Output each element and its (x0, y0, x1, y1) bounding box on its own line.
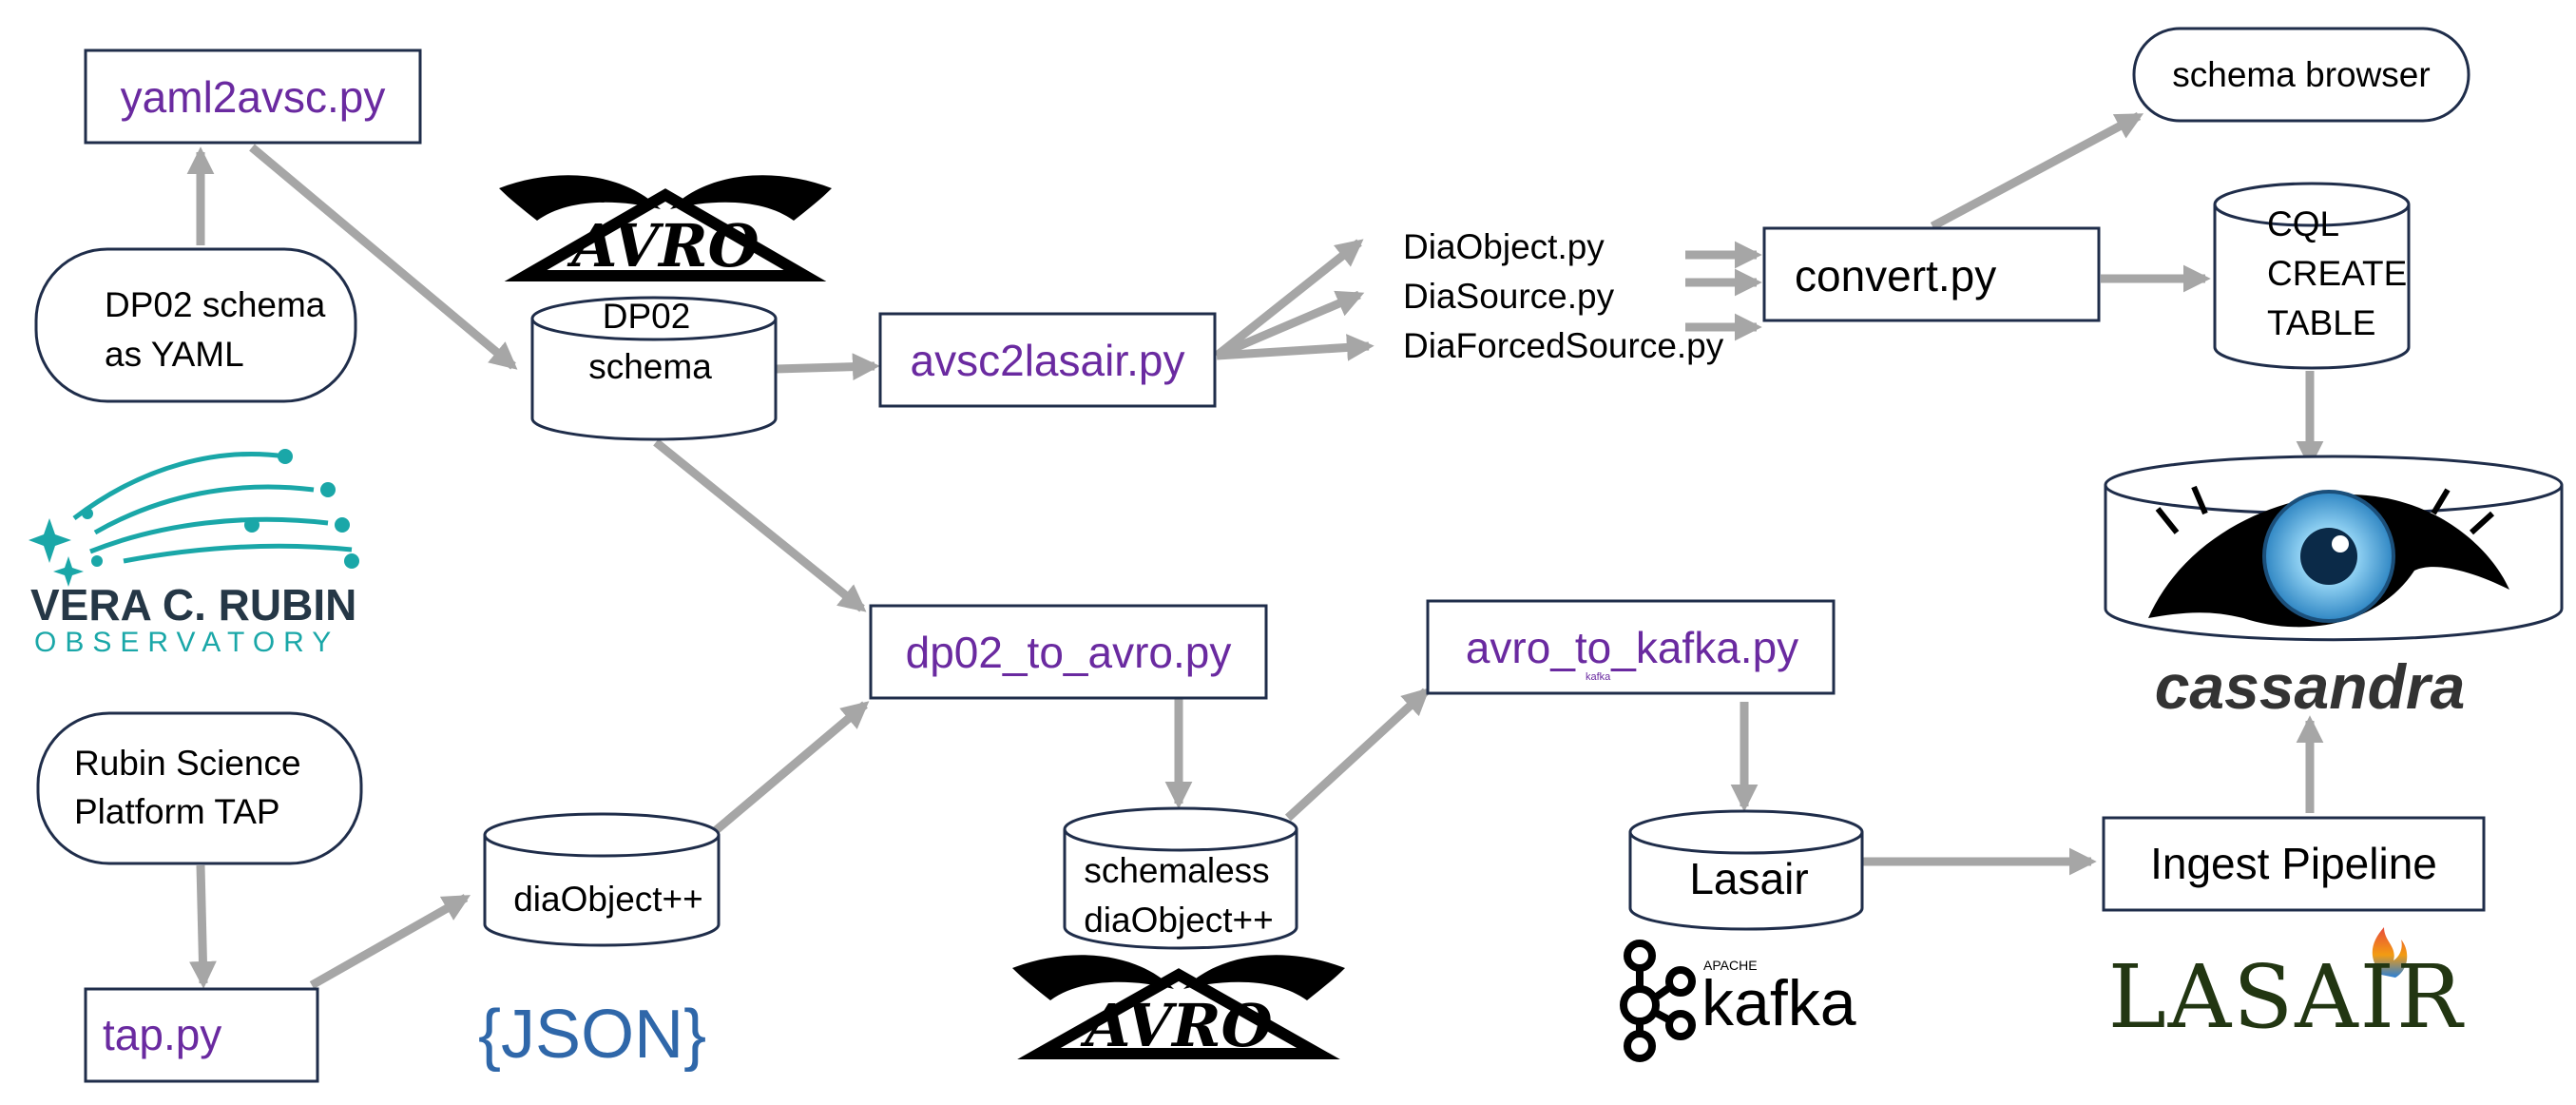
rubin-tap-line1: Rubin Science (74, 744, 301, 783)
rubin-logo-line2: OBSERVATORY (34, 627, 339, 658)
kafka-logo-small: APACHE (1703, 958, 1758, 973)
cql-line3: TABLE (2267, 303, 2375, 342)
rubin-tap-line2: Platform TAP (74, 792, 280, 831)
dp02-yaml-source: DP02 schema as YAML (34, 247, 357, 403)
convert-label: convert.py (1795, 251, 1996, 300)
dp02-yaml-line2: as YAML (105, 335, 244, 374)
kafka-logo: APACHE kafka (1620, 940, 1856, 1062)
arrow-schemaless-to-avrotokafka (1284, 688, 1431, 822)
yaml2avsc-label: yaml2avsc.py (121, 72, 386, 122)
avro-logo-top: AVRO (499, 175, 832, 281)
arrow-convert-to-browser (1930, 112, 2144, 230)
schemaless-line2: diaObject++ (1084, 901, 1274, 940)
lasair-logo: LASAIR (2108, 927, 2465, 1048)
rubin-logo: VERA C. RUBIN OBSERVATORY (29, 449, 359, 658)
cql-store: CQL CREATE TABLE (2213, 182, 2411, 370)
rubin-tap-source: Rubin Science Platform TAP (36, 711, 363, 865)
avro-to-kafka-box: avro_to_kafka.py kafka (1426, 599, 1836, 695)
yaml2avsc-box: yaml2avsc.py (84, 48, 422, 145)
dp02-yaml-line1: DP02 schema (105, 285, 326, 324)
avsc2lasair-label: avsc2lasair.py (911, 336, 1185, 385)
tap-box: tap.py (84, 987, 319, 1083)
convert-box: convert.py (1762, 226, 2101, 322)
avro-logo-bottom: AVRO (1012, 955, 1345, 1060)
avro-logo-bottom-text: AVRO (1080, 991, 1272, 1060)
file-diasource: DiaSource.py (1403, 277, 1615, 316)
lasair-logo-text: LASAIR (2108, 946, 2465, 1048)
diaobject-json-store: diaObject++ (483, 812, 721, 947)
cql-line1: CQL (2267, 204, 2339, 243)
dp02-to-avro-label: dp02_to_avro.py (906, 628, 1232, 677)
schemaless-line1: schemaless (1084, 851, 1269, 890)
arrow-avsc2lasair-to-diasource (1215, 290, 1365, 360)
dp02-to-avro-box: dp02_to_avro.py (869, 604, 1268, 700)
cassandra-logo: cassandra (2148, 485, 2509, 722)
avsc2lasair-box: avsc2lasair.py (878, 312, 1217, 408)
arrow-tap-to-tappy (189, 864, 217, 989)
file-diaforcedsource: DiaForcedSource.py (1403, 326, 1724, 365)
arrow-yaml2avsc-to-schema (249, 144, 518, 370)
kafka-logo-text: kafka (1701, 967, 1856, 1039)
arrows (186, 112, 2324, 989)
kafka-tiny-mark: kafka (1586, 671, 1611, 683)
arrow-schema-to-dp02toavro (653, 438, 867, 612)
dp02-schema-store: DP02 schema (530, 296, 778, 441)
schema-browser-label: schema browser (2172, 55, 2430, 94)
arrow-tappy-to-json (309, 894, 471, 989)
avro-to-kafka-label: avro_to_kafka.py (1466, 623, 1798, 672)
lasair-kafka-store: Lasair (1628, 809, 1864, 931)
dp02-schema-line2: schema (588, 347, 712, 386)
cassandra-logo-text: cassandra (2155, 651, 2466, 722)
arrow-schema-to-avsc2lasair (775, 353, 880, 381)
arrow-json-to-dp02toavro (705, 701, 870, 841)
cql-line2: CREATE (2267, 254, 2407, 293)
json-logo-text: {JSON} (478, 997, 706, 1073)
ingest-box: Ingest Pipeline (2102, 816, 2486, 912)
lasair-kafka-label: Lasair (1689, 854, 1808, 903)
generated-files: DiaObject.py DiaSource.py DiaForcedSourc… (1403, 227, 1724, 365)
diaobject-json-label: diaObject++ (513, 880, 703, 919)
json-logo: {JSON} (478, 997, 706, 1073)
ingest-label: Ingest Pipeline (2150, 839, 2437, 888)
dp02-schema-line1: DP02 (603, 297, 691, 336)
schema-browser-node: schema browser (2132, 27, 2470, 123)
avro-logo-top-text: AVRO (567, 211, 759, 281)
file-diaobject: DiaObject.py (1403, 227, 1605, 266)
arrow-avsc2lasair-to-diaforcedsource (1216, 334, 1375, 361)
rubin-logo-line1: VERA C. RUBIN (30, 580, 356, 630)
schemaless-store: schemaless diaObject++ (1063, 806, 1298, 950)
tap-label: tap.py (103, 1010, 221, 1059)
arrow-avsc2lasair-to-diaobject (1214, 239, 1364, 359)
